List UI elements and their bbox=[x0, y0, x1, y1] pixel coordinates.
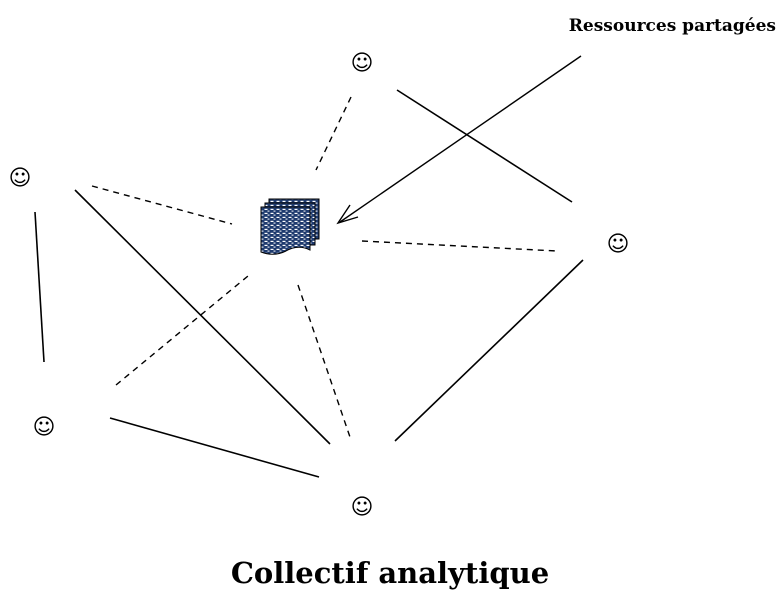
smiley-face-icon: ☺ bbox=[32, 415, 56, 440]
solid-links bbox=[34, 89, 584, 478]
diagram-caption: Collectif analytique bbox=[230, 556, 550, 590]
link-left-resource bbox=[91, 185, 233, 225]
arrow-head bbox=[336, 204, 359, 225]
dashed-links bbox=[91, 96, 558, 441]
smiley-face-icon: ☺ bbox=[606, 232, 630, 257]
link-bottomleft-bottom bbox=[109, 417, 320, 478]
link-right-bottom bbox=[394, 259, 584, 442]
smiley-face-icon: ☺ bbox=[350, 51, 374, 76]
link-top-resource bbox=[315, 96, 352, 171]
arrow-shaft bbox=[339, 55, 582, 223]
link-right-resource bbox=[361, 240, 558, 252]
resource-pointer-arrow bbox=[336, 55, 582, 225]
document-sheet-front bbox=[260, 206, 311, 255]
link-top-right bbox=[396, 89, 573, 203]
link-left-bottom bbox=[74, 189, 331, 445]
smiley-face-icon: ☺ bbox=[350, 495, 374, 520]
resource-label: Ressources partagées bbox=[568, 16, 776, 36]
smiley-face-icon: ☺ bbox=[8, 166, 32, 191]
stacked-documents-icon bbox=[260, 198, 320, 255]
link-bottom-resource bbox=[297, 284, 352, 441]
link-left-bottomleft bbox=[34, 211, 45, 363]
link-bottomleft-resource bbox=[115, 275, 249, 386]
